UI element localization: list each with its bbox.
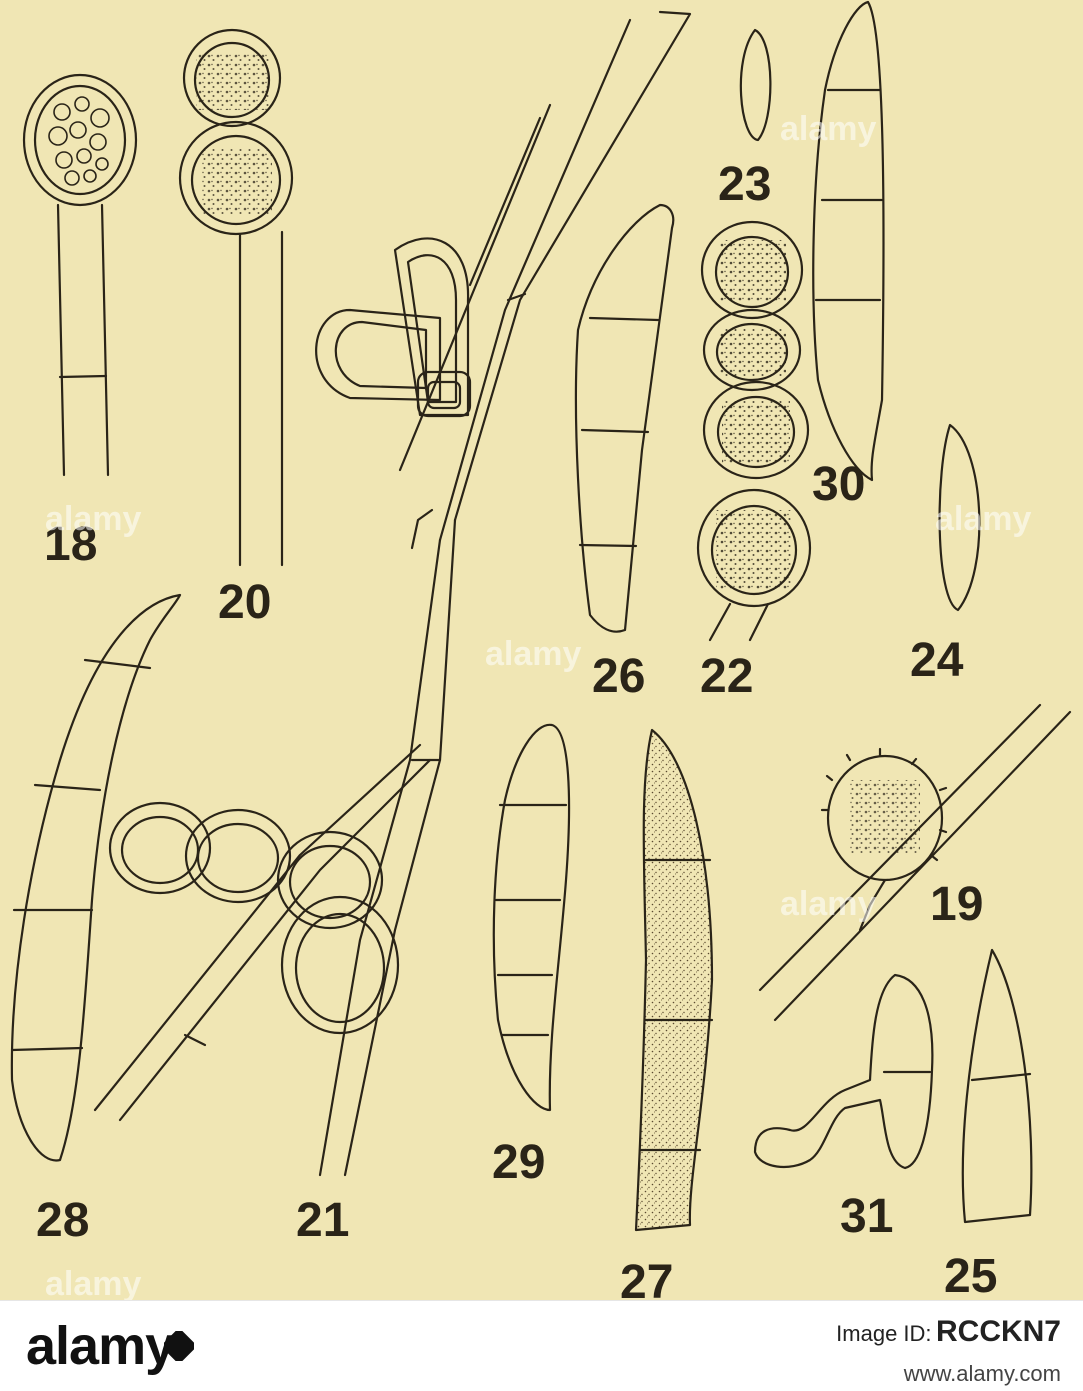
stock-footer: alamy Image ID: RCCKN7 www.alamy.com: [0, 1300, 1083, 1391]
specimen-plate: 18 20 23 30 26 22 24 19 29 28 21 31 27 2…: [0, 0, 1083, 1300]
figure-labels: 18 20 23 30 26 22 24 19 29 28 21 31 27 2…: [36, 158, 997, 1300]
figure-20-label: 20: [218, 576, 271, 629]
figure-25-label: 25: [944, 1250, 997, 1300]
watermark: alamy: [935, 500, 1031, 538]
figure-18-spore: [22, 73, 138, 477]
figure-25-spore: [961, 948, 1033, 1224]
plate-background: [0, 0, 1083, 1300]
footer-logo: alamy: [26, 1316, 175, 1376]
watermark: alamy: [45, 500, 141, 538]
plate-drawing: 18 20 23 30 26 22 24 19 29 28 21 31 27 2…: [0, 0, 1083, 1300]
figure-20-spore: [178, 28, 294, 567]
figure-28-label: 28: [36, 1194, 89, 1247]
figure-29-label: 29: [492, 1136, 545, 1189]
image-id-label: Image ID:: [836, 1321, 932, 1346]
watermark: alamy: [780, 885, 876, 923]
figure-21-hypha: [93, 10, 692, 1177]
figure-18-label: 18: [44, 518, 97, 571]
watermarks: alamy alamy alamy alamy alamy alamy: [45, 110, 1031, 1300]
figure-22-spore: [696, 220, 812, 642]
figure-28-spore: [10, 593, 182, 1162]
figure-30-label: 30: [812, 458, 865, 511]
figure-19-label: 19: [930, 878, 983, 931]
figure-24-spore: [938, 423, 981, 612]
figure-30-spore: [812, 0, 885, 482]
logo-mark-icon: [164, 1331, 194, 1361]
figure-22-label: 22: [700, 650, 753, 703]
figure-23-label: 23: [718, 158, 771, 211]
figure-31-spore: [753, 973, 934, 1170]
figure-26-spore: [574, 203, 675, 633]
figure-24-label: 24: [910, 634, 964, 687]
watermark: alamy: [45, 1265, 141, 1300]
figure-21-label: 21: [296, 1194, 349, 1247]
image-id-block: Image ID: RCCKN7: [836, 1315, 1061, 1349]
watermark: alamy: [485, 635, 581, 673]
figure-31-label: 31: [840, 1190, 893, 1243]
figure-27-label: 27: [620, 1256, 673, 1300]
figure-27-spore: [634, 728, 714, 1232]
footer-site-link[interactable]: www.alamy.com: [903, 1361, 1061, 1386]
image-id-value: RCCKN7: [935, 1315, 1061, 1348]
watermark: alamy: [780, 110, 876, 148]
figure-23-spore: [739, 28, 772, 142]
figure-26-label: 26: [592, 650, 645, 703]
figure-29-spore: [492, 723, 571, 1112]
figure-19-spore: [758, 703, 1072, 1022]
